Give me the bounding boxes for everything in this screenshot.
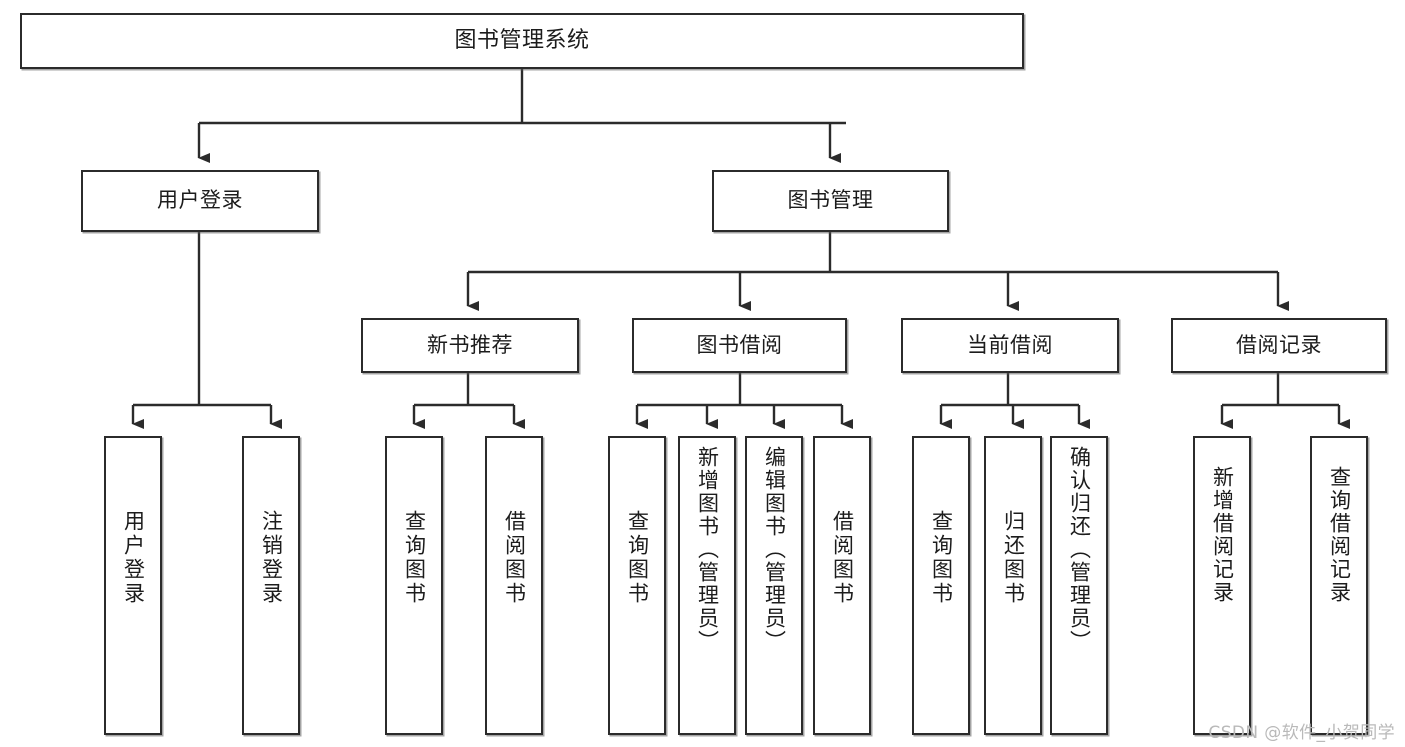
node-leaf-borrow-book-1[interactable]: 借阅图书	[485, 436, 543, 735]
node-leaf-add-record[interactable]: 新增借阅记录	[1193, 436, 1251, 735]
node-current-borrow[interactable]: 当前借阅	[901, 318, 1119, 373]
node-root[interactable]: 图书管理系统	[20, 13, 1024, 69]
node-leaf-query-book-1[interactable]: 查询图书	[385, 436, 443, 735]
node-borrow-record-label: 借阅记录	[1236, 332, 1322, 357]
node-book-management[interactable]: 图书管理	[712, 170, 949, 232]
node-borrow-record[interactable]: 借阅记录	[1171, 318, 1387, 373]
node-leaf-query-book-1-label: 查询图书	[402, 510, 427, 606]
node-book-management-label: 图书管理	[787, 188, 874, 213]
node-book-borrow-label: 图书借阅	[696, 332, 783, 357]
node-leaf-add-book[interactable]: 新增图书（管理员）	[678, 436, 736, 735]
node-leaf-add-record-label: 新增借阅记录	[1210, 466, 1235, 604]
node-leaf-query-record[interactable]: 查询借阅记录	[1310, 436, 1368, 735]
node-leaf-logout-login[interactable]: 注销登录	[242, 436, 300, 735]
node-book-borrow[interactable]: 图书借阅	[632, 318, 847, 373]
node-leaf-edit-book[interactable]: 编辑图书（管理员）	[745, 436, 803, 735]
node-leaf-borrow-book-2-label: 借阅图书	[830, 510, 855, 606]
node-current-borrow-label: 当前借阅	[967, 332, 1053, 357]
node-new-book-recommend-label: 新书推荐	[427, 332, 513, 357]
node-leaf-logout-login-label: 注销登录	[259, 510, 284, 606]
node-user-login-label: 用户登录	[157, 188, 243, 213]
node-new-book-recommend[interactable]: 新书推荐	[361, 318, 579, 373]
node-leaf-add-book-label: 新增图书（管理员）	[695, 446, 720, 653]
node-leaf-edit-book-label: 编辑图书（管理员）	[762, 446, 787, 653]
watermark: CSDN @软件_小贺同学	[1208, 723, 1395, 743]
node-leaf-return-book[interactable]: 归还图书	[984, 436, 1042, 735]
node-leaf-borrow-book-1-label: 借阅图书	[502, 510, 527, 606]
node-user-login[interactable]: 用户登录	[81, 170, 319, 232]
node-root-label: 图书管理系统	[454, 27, 590, 53]
node-leaf-query-book-2[interactable]: 查询图书	[608, 436, 666, 735]
node-leaf-borrow-book-2[interactable]: 借阅图书	[813, 436, 871, 735]
node-leaf-confirm-return[interactable]: 确认归还（管理员）	[1050, 436, 1108, 735]
node-leaf-query-record-label: 查询借阅记录	[1327, 466, 1352, 604]
node-leaf-query-book-2-label: 查询图书	[625, 510, 650, 606]
node-leaf-user-login[interactable]: 用户登录	[104, 436, 162, 735]
node-leaf-return-book-label: 归还图书	[1001, 510, 1026, 606]
node-leaf-user-login-label: 用户登录	[121, 510, 146, 606]
node-leaf-confirm-return-label: 确认归还（管理员）	[1067, 446, 1092, 653]
node-leaf-query-book-3[interactable]: 查询图书	[912, 436, 970, 735]
node-leaf-query-book-3-label: 查询图书	[929, 510, 954, 606]
